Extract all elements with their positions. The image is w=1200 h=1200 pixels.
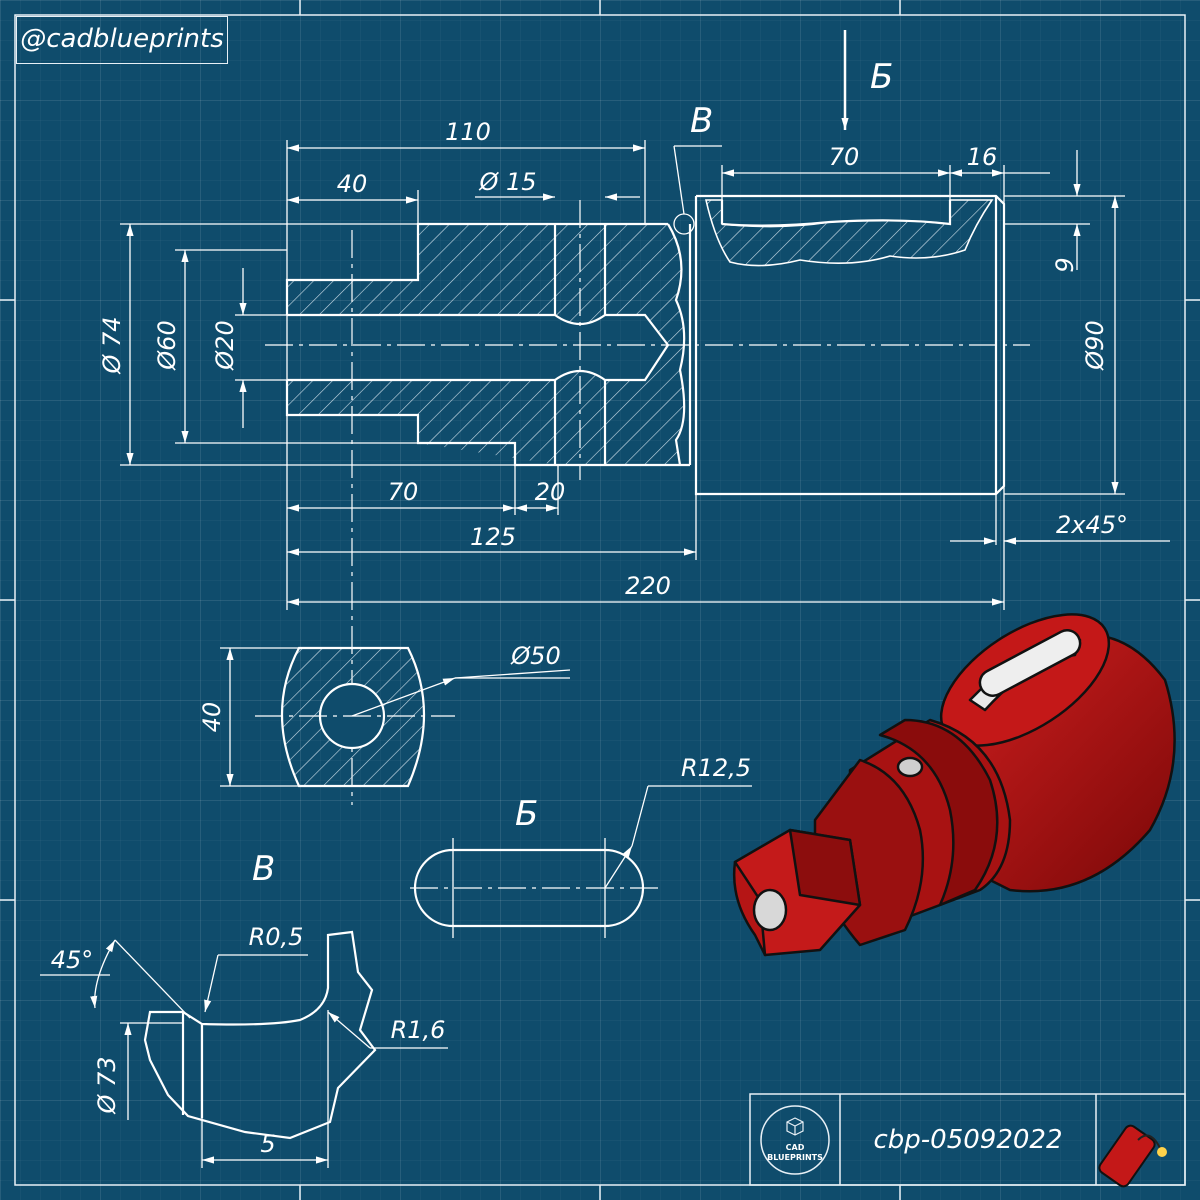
dim-110: 110 bbox=[445, 118, 491, 146]
view-title-b: Б bbox=[515, 794, 538, 834]
dimension-text: 110 40 Ø 15 70 16 70 20 125 220 2x45° Ø … bbox=[98, 118, 1128, 600]
dim-r-1-6: R1,6 bbox=[391, 1016, 446, 1044]
dim-dia-15: Ø 15 bbox=[478, 168, 536, 196]
title-block bbox=[749, 1093, 1186, 1186]
cube-icon bbox=[786, 1117, 804, 1136]
dynamite-icon bbox=[1098, 1124, 1167, 1188]
dim-40: 40 bbox=[337, 170, 368, 198]
dim-chamfer: 2x45° bbox=[1056, 511, 1128, 539]
cross-section-view: Ø50 40 bbox=[198, 642, 571, 788]
dimension-lines bbox=[120, 30, 1170, 610]
dim-125: 125 bbox=[470, 523, 516, 551]
logo-text-line-2: BLUEPRINTS bbox=[767, 1153, 823, 1162]
drawing-code: cbp-05092022 bbox=[873, 1125, 1063, 1155]
dim-dia-74: Ø 74 bbox=[98, 316, 126, 374]
view-labels: Б В Б В bbox=[252, 57, 893, 889]
view-arrow-label-b: Б bbox=[870, 57, 893, 97]
dim-depth-9: 9 bbox=[1051, 257, 1079, 272]
logo-text-line-1: CAD bbox=[786, 1143, 805, 1152]
dim-dia-60: Ø60 bbox=[153, 320, 181, 370]
dim-220: 220 bbox=[625, 572, 671, 600]
dim-dia-90: Ø90 bbox=[1081, 320, 1109, 370]
dim-dia-73: Ø 73 bbox=[93, 1056, 121, 1114]
detail-dimension-text: 45° R0,5 R1,6 Ø 73 5 bbox=[51, 923, 446, 1158]
dim-16: 16 bbox=[967, 143, 998, 171]
dim-70-bottom: 70 bbox=[388, 478, 419, 506]
hub-section-hatch bbox=[287, 224, 685, 465]
dim-70-top: 70 bbox=[829, 143, 860, 171]
logo-circle bbox=[760, 1105, 830, 1175]
detail-title-v: В bbox=[252, 849, 275, 889]
dim-5: 5 bbox=[260, 1130, 275, 1158]
keyway-hatch bbox=[704, 199, 994, 267]
dim-r-12-5: R12,5 bbox=[681, 754, 751, 782]
dim-r-0-5: R0,5 bbox=[249, 923, 304, 951]
dim-dia-50: Ø50 bbox=[510, 642, 560, 670]
slot-view: R12,5 bbox=[410, 754, 752, 938]
dim-flat-40: 40 bbox=[198, 702, 226, 733]
main-section-view bbox=[265, 194, 1030, 805]
dim-20: 20 bbox=[535, 478, 566, 506]
detail-view-v bbox=[40, 930, 448, 1168]
dim-angle-45: 45° bbox=[51, 946, 94, 974]
callout-label-v: В bbox=[690, 101, 713, 141]
dim-dia-20: Ø20 bbox=[211, 320, 239, 370]
isometric-part bbox=[733, 613, 1176, 957]
social-handle[interactable]: @cadblueprints bbox=[16, 16, 228, 64]
